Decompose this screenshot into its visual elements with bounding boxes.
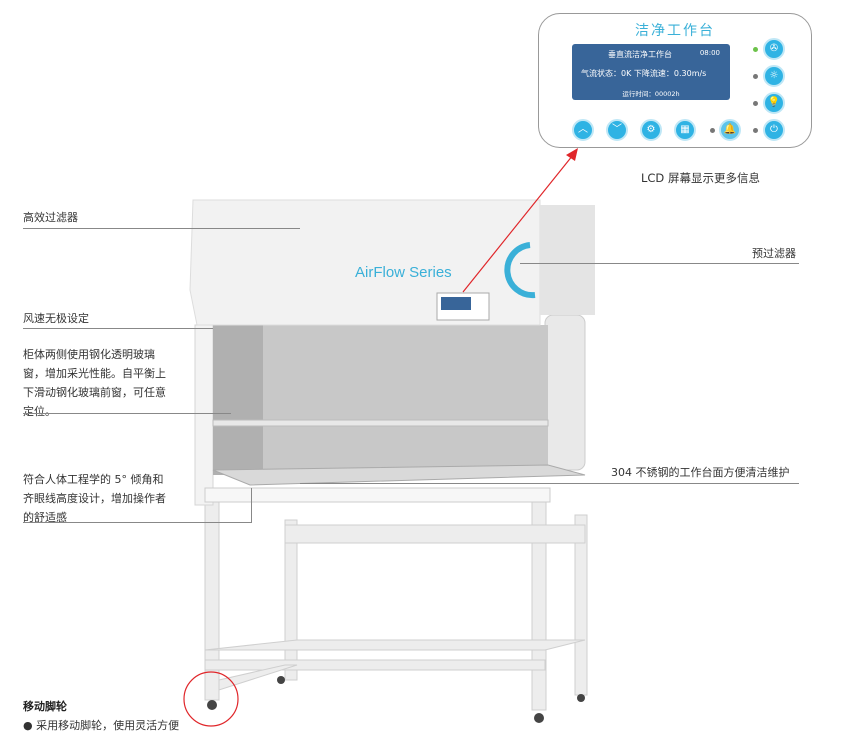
menu-icon[interactable]: ▦	[674, 119, 696, 141]
callout-worktop: 304 不锈钢的工作台面方便清洁维护	[611, 466, 790, 479]
callout-line	[520, 263, 799, 264]
settings-icon[interactable]: ⚙	[640, 119, 662, 141]
callout-line	[300, 483, 799, 484]
callout-prefilter: 预过滤器	[752, 247, 796, 260]
up-icon[interactable]: ︿	[572, 119, 594, 141]
caster-highlight-circle	[183, 671, 239, 727]
casters-bullet: ● 采用移动脚轮，使用灵活方便	[23, 719, 180, 732]
lcd-runtime: 运行时间：00002h	[622, 90, 680, 98]
work-chamber	[194, 314, 586, 506]
side-glass-window	[213, 325, 263, 475]
lcd-title: 垂直流洁净工作台	[608, 50, 672, 59]
light-indicator	[753, 101, 758, 106]
pointer-arrow-line	[462, 154, 574, 293]
down-icon[interactable]: ﹀	[606, 119, 628, 141]
lcd-time: 08:00	[699, 49, 720, 57]
casters-title: 移动脚轮	[23, 700, 67, 713]
callout-glass: 柜体两侧使用钢化透明玻璃窗，增加采光性能。自平衡上下滑动钢化玻璃前窗，可任意定位…	[23, 348, 166, 418]
worktop	[212, 464, 586, 486]
alarm-icon[interactable]: 🔔	[719, 119, 741, 141]
light-icon[interactable]: 💡	[763, 92, 785, 114]
callout-speed: 风速无极设定	[23, 312, 89, 325]
panel-title: 洁净工作台	[635, 23, 715, 39]
callout-line	[23, 413, 231, 414]
fan-icon[interactable]: ✇	[763, 38, 785, 60]
lcd-screen: 垂直流洁净工作台 08:00 气流状态：0K 下降流速：0.30m/s 运行时间…	[572, 44, 730, 100]
airflow-logo: AirFlow Series	[355, 264, 452, 281]
lcd-caption: LCD 屏幕显示更多信息	[641, 171, 760, 185]
stand	[204, 499, 588, 711]
fan-indicator	[753, 47, 758, 52]
arrow-head-icon	[566, 148, 578, 161]
alarm-indicator	[710, 128, 715, 133]
hood	[189, 199, 595, 326]
caster-wheels	[207, 676, 585, 723]
callout-ergonomic: 符合人体工程学的 5° 倾角和齐眼线高度设计，增加操作者的舒适感	[23, 473, 166, 524]
callout-line	[251, 488, 252, 522]
socket-indicator	[753, 128, 758, 133]
brand-ring	[504, 242, 536, 299]
callout-line	[23, 328, 213, 329]
lcd-status: 气流状态：0K 下降流速：0.30m/s	[581, 69, 707, 78]
power-socket-icon[interactable]: ⏻	[763, 119, 785, 141]
callout-hepa-filter: 高效过滤器	[23, 211, 78, 224]
control-panel-detail: 洁净工作台 垂直流洁净工作台 08:00 气流状态：0K 下降流速：0.30m/…	[538, 13, 812, 148]
callout-line	[23, 228, 300, 229]
uv-lamp-icon[interactable]: ☼	[763, 65, 785, 87]
callout-line	[23, 522, 252, 523]
uv-indicator	[753, 74, 758, 79]
